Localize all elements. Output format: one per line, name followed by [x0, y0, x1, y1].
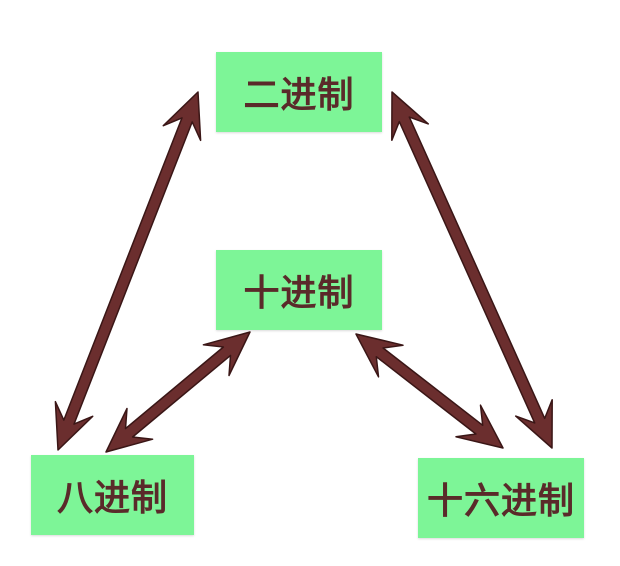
- arrow-decimal-hex: [355, 333, 504, 449]
- arrow-binary-octal: [54, 91, 202, 451]
- node-hex-label: 十六进制: [426, 481, 575, 522]
- node-hex: 十六进制: [418, 458, 584, 538]
- node-octal: 八进制: [31, 455, 194, 535]
- node-decimal: 十进制: [216, 250, 382, 330]
- node-decimal-label: 十进制: [243, 273, 355, 314]
- node-octal-label: 八进制: [56, 478, 168, 519]
- node-binary-label: 二进制: [243, 75, 355, 116]
- arrow-binary-hex: [391, 91, 553, 449]
- arrow-decimal-octal: [105, 331, 251, 453]
- node-binary: 二进制: [216, 52, 382, 132]
